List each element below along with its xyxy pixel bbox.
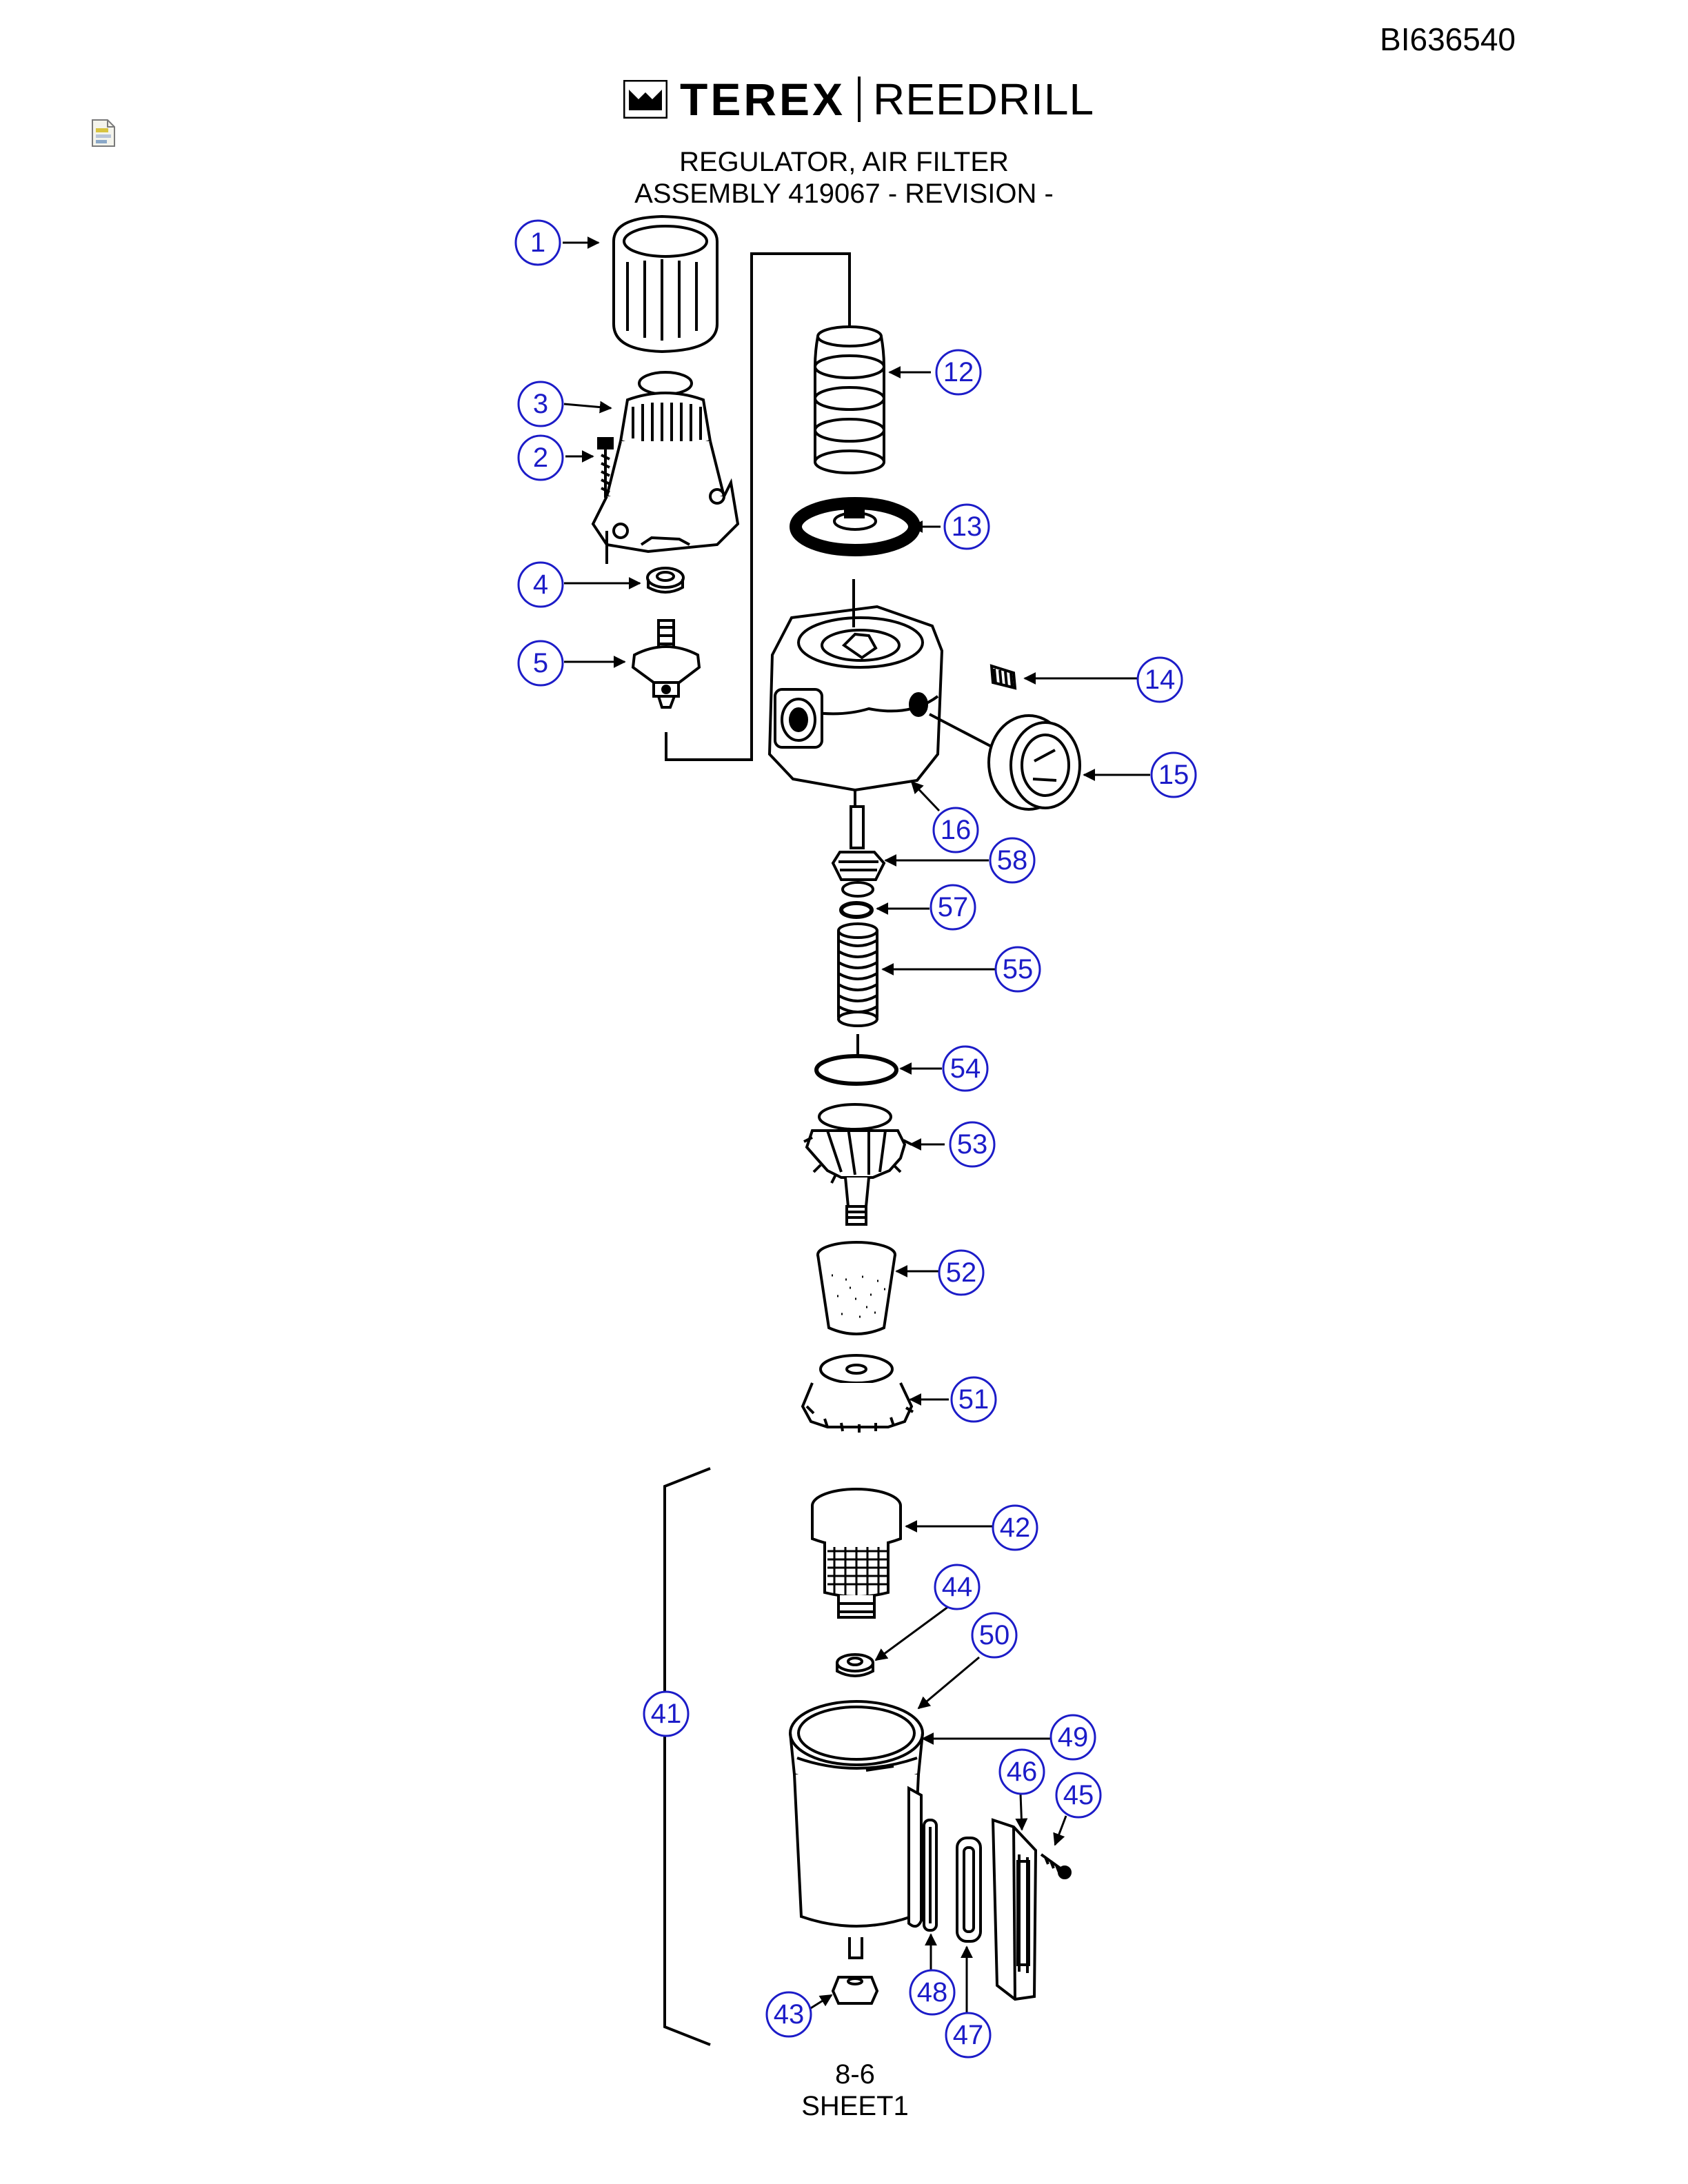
leader-44	[874, 1605, 950, 1661]
callout-16: 16	[941, 815, 972, 845]
part-44-washer	[836, 1653, 874, 1677]
callout-44: 44	[942, 1572, 973, 1602]
part-57-oring	[839, 901, 874, 919]
leader-16	[910, 780, 941, 812]
callout-2: 2	[533, 443, 548, 473]
part-12-spring	[814, 325, 885, 474]
part-47-gasket	[956, 1837, 982, 1943]
part-46-guard	[991, 1818, 1038, 2001]
leader-45	[1053, 1815, 1067, 1846]
page-number: 8-6	[835, 2059, 875, 2090]
callout-49: 49	[1058, 1722, 1089, 1752]
part-51-baffle	[801, 1354, 914, 1433]
part-14-plug	[989, 664, 1017, 690]
part-16-body	[767, 579, 944, 792]
callout-5: 5	[533, 648, 548, 678]
leader-46	[1015, 1793, 1028, 1831]
sheet-label: SHEET1	[801, 2091, 909, 2121]
callout-58: 58	[997, 845, 1028, 876]
callout-47: 47	[953, 2020, 984, 2050]
part-2-screw	[597, 437, 614, 564]
callout-57: 57	[938, 892, 969, 922]
terex-reedrill-logo: TEREX REEDRILL	[623, 74, 1095, 125]
callout-53: 53	[957, 1129, 988, 1160]
part-48-sightglass	[923, 1819, 938, 1932]
part-45-screw	[1040, 1853, 1072, 1879]
callout-14: 14	[1145, 665, 1176, 695]
logo-brand: TEREX	[680, 74, 846, 125]
page-footer: 8-6 SHEET1	[0, 2059, 1688, 2122]
part-1-knob	[612, 214, 719, 354]
part-54-oring	[814, 1054, 898, 1086]
part-49-bowl	[789, 1700, 924, 1959]
part-13-diaphragm	[790, 497, 921, 556]
part-4-washer	[646, 567, 685, 594]
callout-50: 50	[979, 1620, 1010, 1650]
part-52-filter	[816, 1241, 896, 1335]
logo-product: REEDRILL	[873, 74, 1095, 124]
diagram-title: REGULATOR, AIR FILTER ASSEMBLY 419067 - …	[0, 146, 1688, 210]
title-line-2: ASSEMBLY 419067 - REVISION -	[634, 179, 1054, 209]
bracket-line-upper	[665, 252, 851, 761]
callout-48: 48	[917, 1977, 948, 2008]
part-43-nut	[831, 1976, 879, 2005]
callout-55: 55	[1003, 954, 1034, 984]
title-line-1: REGULATOR, AIR FILTER	[679, 147, 1009, 177]
callout-12: 12	[943, 357, 974, 387]
part-53-deflector	[803, 1103, 912, 1226]
callout-43: 43	[774, 1999, 805, 2030]
bracket-part-41	[663, 1467, 711, 2046]
note-attachment-icon[interactable]	[90, 119, 117, 148]
leader-43	[809, 1994, 833, 2010]
callout-45: 45	[1063, 1780, 1094, 1810]
callout-1: 1	[530, 228, 545, 258]
part-55-spring	[837, 922, 878, 1027]
callout-42: 42	[1000, 1513, 1031, 1543]
callout-52: 52	[946, 1257, 977, 1288]
callout-41: 41	[651, 1699, 682, 1729]
callout-51: 51	[958, 1384, 989, 1415]
callout-46: 46	[1007, 1757, 1038, 1787]
part-3-bonnet	[591, 371, 740, 554]
callout-13: 13	[952, 512, 983, 542]
document-id: BI636540	[1380, 21, 1516, 57]
logo-divider	[858, 77, 861, 122]
terex-logo-mark-icon	[623, 80, 667, 119]
leader-3	[563, 401, 612, 414]
callout-15: 15	[1158, 760, 1189, 790]
part-42-cap	[811, 1488, 902, 1619]
part-5-valve	[631, 619, 701, 709]
callout-54: 54	[950, 1053, 981, 1084]
callout-4: 4	[533, 569, 548, 600]
callout-3: 3	[533, 389, 548, 419]
part-15-gauge	[929, 713, 1081, 811]
leader-50	[917, 1656, 980, 1710]
part-58-valve	[831, 805, 886, 898]
